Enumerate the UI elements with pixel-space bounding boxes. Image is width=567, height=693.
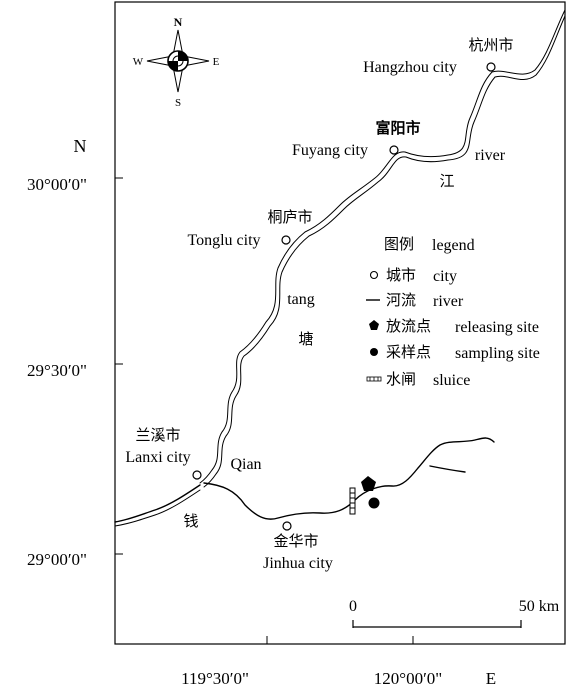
city-label-hangzhou-cn: 杭州市 <box>468 36 513 54</box>
city-label-tonglu-en: Tonglu city <box>187 232 260 249</box>
scale-bar-start: 0 <box>349 598 357 615</box>
legend-item-river-en: river <box>433 293 464 310</box>
lat-axis-label: N <box>74 136 87 156</box>
sluice-marker <box>349 487 356 515</box>
city-marker-fuyang <box>389 145 399 155</box>
jinhua-river <box>203 437 495 520</box>
lat-tick-29-30: 29°30′0" <box>27 361 87 380</box>
legend-item-city-cn: 城市 <box>386 266 416 284</box>
lat-tick-29-00: 29°00′0" <box>27 550 87 569</box>
legend-item-sampling-cn: 采样点 <box>386 343 431 361</box>
legend-item-releasing-en: releasing site <box>455 319 539 336</box>
main-river <box>114 9 566 527</box>
city-label-jinhua-en: Jinhua city <box>263 555 333 572</box>
city-label-tonglu-cn: 桐庐市 <box>267 208 312 226</box>
lon-tick-119-30: 119°30′0" <box>181 669 249 688</box>
city-label-lanxi-cn: 兰溪市 <box>135 426 180 444</box>
legend-releasing-icon <box>369 320 379 330</box>
legend-item-releasing-cn: 放流点 <box>386 317 431 335</box>
river-name-qian: Qian <box>230 456 261 473</box>
compass-west-label: W <box>133 56 144 68</box>
legend-item-city-en: city <box>433 268 457 285</box>
river-name-en: river <box>475 147 506 164</box>
city-label-lanxi-en: Lanxi city <box>125 449 190 466</box>
lat-ticks <box>115 177 414 644</box>
compass-north-label: N <box>174 15 183 29</box>
lon-tick-120-00: 120°00′0" <box>374 669 442 688</box>
river-name-tang: tang <box>287 291 315 308</box>
sampling-site-marker <box>368 497 380 509</box>
site-markers <box>349 476 380 515</box>
city-markers <box>192 62 496 531</box>
legend-item-sluice-en: sluice <box>433 372 470 389</box>
city-marker-jinhua <box>282 521 292 531</box>
city-label-hangzhou-en: Hangzhou city <box>363 59 457 76</box>
scale-bar-end: 50 km <box>519 598 560 615</box>
legend-item-river-cn: 河流 <box>386 291 416 309</box>
river-name-tang-cn: 塘 <box>298 330 313 348</box>
scale-bar: 0 50 km <box>349 598 560 628</box>
map-frame <box>114 1 566 645</box>
lat-tick-30-00: 30°00′0" <box>27 175 87 194</box>
legend-item-sampling-en: sampling site <box>455 345 540 362</box>
city-marker-tonglu <box>281 235 291 245</box>
city-marker-hangzhou <box>486 62 496 72</box>
compass-rose-icon: N S W E <box>133 15 220 109</box>
lon-axis-label: E <box>486 669 496 688</box>
legend-sampling-icon <box>370 348 378 356</box>
legend-title-en: legend <box>432 237 475 254</box>
releasing-site-marker <box>361 476 376 491</box>
city-label-fuyang-en: Fuyang city <box>292 142 368 159</box>
city-label-fuyang-cn: 富阳市 <box>375 119 420 137</box>
city-marker-lanxi <box>192 470 202 480</box>
legend-item-sluice-cn: 水闸 <box>386 370 416 388</box>
legend-city-icon <box>369 270 379 280</box>
river-name-jiang: 江 <box>439 172 454 190</box>
legend-title-cn: 图例 <box>384 235 414 253</box>
compass-south-label: S <box>175 97 181 109</box>
legend: 图例 legend 城市 city 河流 river 放流点 releasing… <box>366 235 540 389</box>
city-label-jinhua-cn: 金华市 <box>273 532 318 550</box>
compass-east-label: E <box>213 56 220 68</box>
river-name-qian-cn: 钱 <box>183 512 198 530</box>
